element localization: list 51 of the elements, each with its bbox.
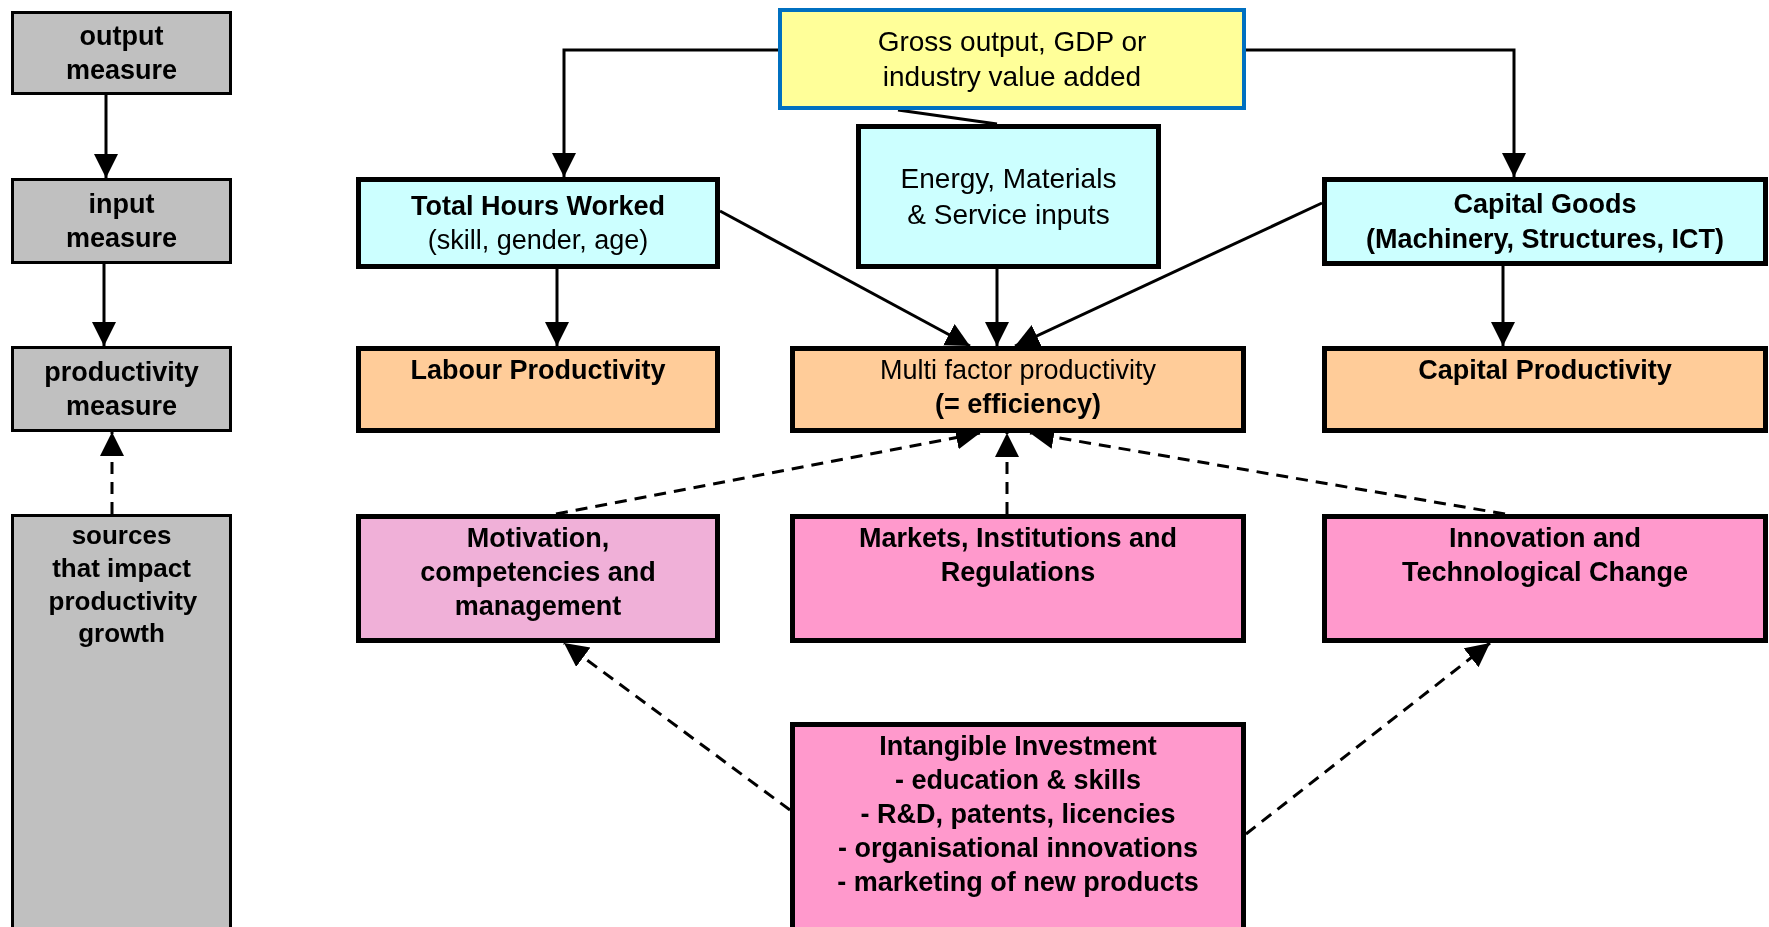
box-heading: input measure <box>64 188 179 255</box>
output-box <box>778 8 1246 110</box>
box-heading: productivity measure <box>43 356 200 423</box>
box-text: (skill, gender, age) <box>427 224 649 257</box>
input-box <box>856 124 1161 269</box>
source-box <box>356 514 720 643</box>
box-heading: sources that impact productivity growth <box>48 519 195 650</box>
box-heading: Motivation, competencies and management <box>419 522 657 624</box>
dashed-arrow <box>100 432 124 514</box>
level-box <box>11 346 232 432</box>
source-box <box>790 514 1246 643</box>
box-heading: Gross output, GDP or industry value added <box>876 24 1148 94</box>
box-heading: Intangible Investment <box>879 730 1157 763</box>
box-heading: Total Hours Worked <box>411 190 665 223</box>
box-text: - organisational innovations <box>838 832 1198 866</box>
box-text: - education & skills <box>894 764 1142 797</box>
connector-line <box>897 108 998 126</box>
box-text: - marketing of new products <box>837 866 1199 900</box>
productivity-box <box>790 346 1246 433</box>
level-box <box>11 514 232 927</box>
dashed-arrow <box>995 433 1019 514</box>
box-heading: Capital Goods <box>1453 188 1637 222</box>
box-heading: output measure <box>64 20 179 87</box>
dashed-arrow <box>563 641 791 812</box>
box-text: (Machinery, Structures, ICT) <box>1365 222 1725 256</box>
arrow <box>1246 48 1526 177</box>
box-heading: Markets, Institutions and Regulations <box>857 522 1178 589</box>
arrow <box>92 264 116 346</box>
source-box <box>790 722 1246 927</box>
arrow <box>1014 201 1323 348</box>
input-box <box>356 177 720 269</box>
productivity-box <box>356 346 720 433</box>
productivity-box <box>1322 346 1768 433</box>
box-text: - R&D, patents, licencies <box>860 798 1176 832</box>
arrow <box>719 209 971 348</box>
arrow <box>94 95 118 178</box>
box-heading: Energy, Materials & Service inputs <box>899 162 1118 232</box>
level-box <box>11 11 232 95</box>
box-heading: Innovation and Technological Change <box>1401 522 1689 589</box>
arrow <box>985 269 1009 346</box>
arrow <box>545 269 569 346</box>
box-heading: Capital Productivity <box>1418 354 1672 387</box>
level-box <box>11 178 232 264</box>
arrow <box>552 48 778 177</box>
arrow <box>1491 266 1515 346</box>
input-box <box>1322 177 1768 266</box>
dashed-arrow <box>1245 641 1491 836</box>
box-heading: Labour Productivity <box>410 354 666 387</box>
box-heading: Multi factor productivity <box>879 354 1157 387</box>
box-text: (= efficiency) <box>935 388 1101 421</box>
source-box <box>1322 514 1768 643</box>
